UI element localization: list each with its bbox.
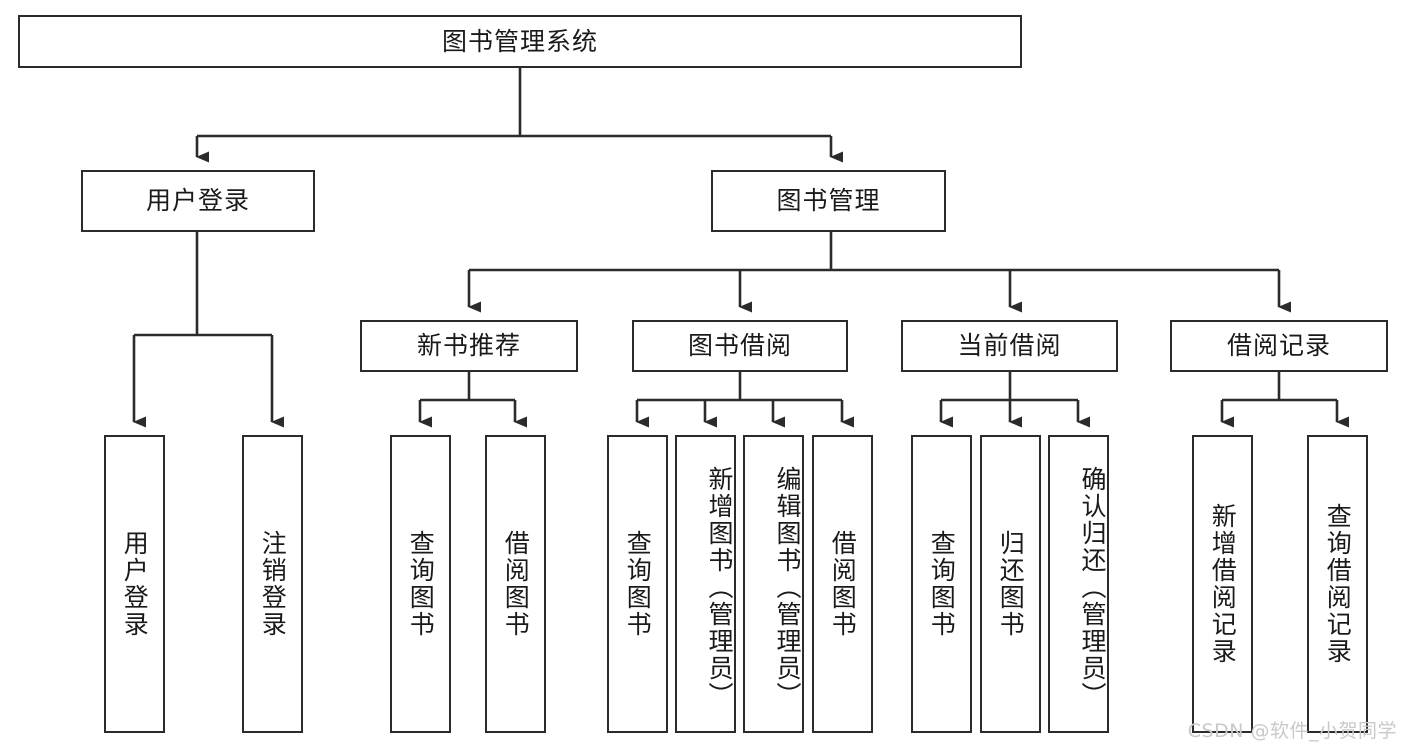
node-book-borrow[interactable]: 图书借阅 [632, 320, 848, 372]
node-label: 用户登录 [120, 530, 150, 638]
node-leaf-user-login[interactable]: 用户登录 [104, 435, 165, 733]
edges-currentborrow-to-leaves [939, 372, 1090, 428]
edges-root-to-level2 [195, 68, 843, 163]
edges-borrowrecord-to-leaves [1220, 372, 1349, 428]
node-leaf-edit-book-admin[interactable]: 编辑图书（管理员） [743, 435, 804, 733]
node-label: 图书管理系统 [441, 26, 598, 56]
edges-userlogin-to-leaves [132, 232, 284, 428]
node-leaf-query-book-3[interactable]: 查询图书 [911, 435, 972, 733]
node-leaf-borrow-book-1[interactable]: 借阅图书 [485, 435, 546, 733]
node-new-book-recommend[interactable]: 新书推荐 [360, 320, 578, 372]
node-leaf-borrow-book-2[interactable]: 借阅图书 [812, 435, 873, 733]
node-label: 借阅记录 [1226, 331, 1331, 361]
node-leaf-add-borrow-record[interactable]: 新增借阅记录 [1192, 435, 1253, 733]
node-borrow-record[interactable]: 借阅记录 [1170, 320, 1388, 372]
node-label: 借阅图书 [828, 530, 858, 638]
node-current-borrow[interactable]: 当前借阅 [901, 320, 1118, 372]
node-label: 查询图书 [623, 530, 653, 638]
node-label: 新增图书（管理员） [705, 465, 734, 709]
node-user-login[interactable]: 用户登录 [81, 170, 315, 232]
node-leaf-add-book-admin[interactable]: 新增图书（管理员） [675, 435, 736, 733]
node-leaf-confirm-return-admin[interactable]: 确认归还（管理员） [1048, 435, 1109, 733]
node-leaf-logout-login[interactable]: 注销登录 [242, 435, 303, 733]
node-label: 编辑图书（管理员） [773, 465, 802, 709]
node-label: 归还图书 [996, 530, 1026, 638]
node-leaf-query-book-1[interactable]: 查询图书 [390, 435, 451, 733]
node-label: 图书借阅 [687, 331, 792, 361]
edges-bookmanage-to-level3 [467, 232, 1291, 313]
node-leaf-return-book[interactable]: 归还图书 [980, 435, 1041, 733]
node-root-system[interactable]: 图书管理系统 [18, 15, 1022, 68]
node-leaf-query-book-2[interactable]: 查询图书 [607, 435, 668, 733]
node-leaf-query-borrow-record[interactable]: 查询借阅记录 [1307, 435, 1368, 733]
node-label: 用户登录 [145, 186, 250, 216]
node-label: 当前借阅 [957, 331, 1062, 361]
node-book-manage[interactable]: 图书管理 [711, 170, 946, 232]
node-label: 确认归还（管理员） [1078, 465, 1107, 709]
edges-bookborrow-to-leaves [635, 372, 854, 428]
node-label: 借阅图书 [501, 530, 531, 638]
node-label: 查询图书 [927, 530, 957, 638]
node-label: 注销登录 [258, 530, 288, 638]
node-label: 查询图书 [406, 530, 436, 638]
node-label: 图书管理 [776, 186, 881, 216]
node-label: 新增借阅记录 [1208, 503, 1238, 665]
node-label: 查询借阅记录 [1323, 503, 1353, 665]
node-label: 新书推荐 [416, 331, 521, 361]
edges-newbook-to-leaves [418, 372, 527, 428]
